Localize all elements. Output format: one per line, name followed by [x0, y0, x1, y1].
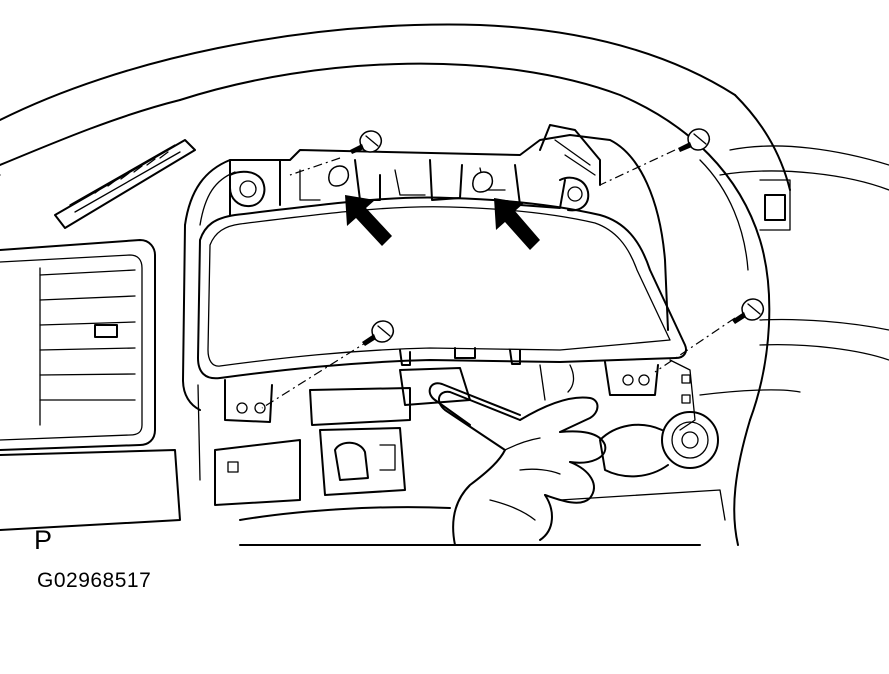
lower-panel [214, 367, 726, 546]
screw-leader-lines [261, 149, 736, 409]
screw-icon [678, 128, 710, 152]
figure-code: G02968517 [37, 569, 152, 592]
screw-icon [350, 130, 382, 154]
clip-hook [472, 171, 494, 193]
view-label: P [34, 525, 53, 555]
defroster-vent [54, 139, 196, 229]
arrow-icon [494, 198, 540, 250]
clip-hook [328, 165, 350, 187]
hand-icon [428, 382, 607, 546]
screw-icon [732, 298, 764, 324]
screw-icon [362, 320, 394, 346]
arrow-icon [345, 195, 392, 246]
left-air-vent [0, 239, 181, 531]
combination-meter [197, 159, 687, 423]
right-bracket [539, 124, 791, 431]
dashboard-outline [0, 23, 889, 546]
